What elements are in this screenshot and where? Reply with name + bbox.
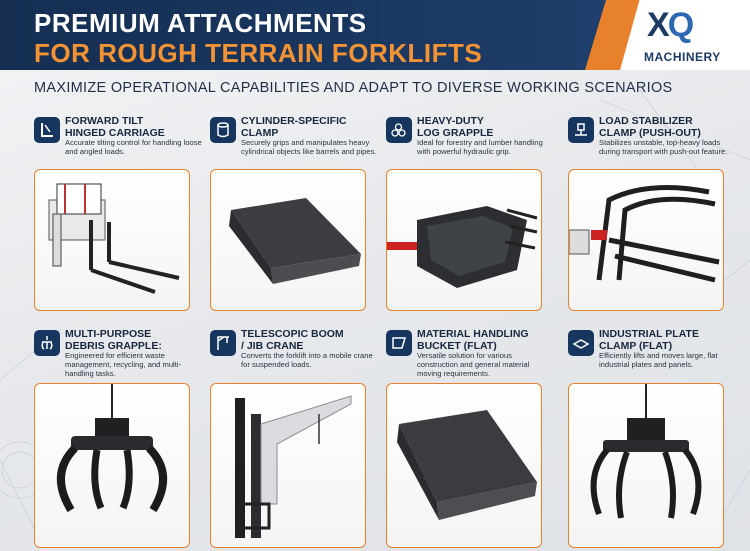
card-description: Ideal for forestry and lumber handling w… <box>417 138 543 156</box>
carriage-icon <box>34 117 60 143</box>
product-image-material-bucket <box>386 383 542 548</box>
plate-icon <box>568 330 594 356</box>
product-image-plate-clamp <box>568 383 724 548</box>
cylinder-icon <box>210 117 236 143</box>
title-line-1: PREMIUM ATTACHMENTS <box>34 8 367 38</box>
card-description: Engineered for efficient waste managemen… <box>65 351 182 378</box>
product-image-carriage <box>34 169 190 311</box>
title-line-2: FOR ROUGH TERRAIN FORKLIFTS <box>34 38 483 68</box>
card-description: Securely grips and manipulates heavy cyl… <box>241 138 377 156</box>
product-image-jib-crane <box>210 383 366 548</box>
card-title: HEAVY-DUTY LOG GRAPPLE <box>417 115 494 139</box>
stabilizer-icon <box>568 117 594 143</box>
card-title: FORWARD TILT HINGED CARRIAGE <box>65 115 165 139</box>
card-description: Converts the forklift into a mobile cran… <box>241 351 373 369</box>
crane-icon <box>210 330 236 356</box>
header-logo-area <box>620 0 750 70</box>
card-title: LOAD STABILIZER CLAMP (PUSH-OUT) <box>599 115 701 139</box>
card-title: TELESCOPIC BOOM / JIB CRANE <box>241 328 344 352</box>
logo-letter-x: X <box>647 6 670 44</box>
product-image-log-grapple <box>386 169 542 311</box>
card-description: Stabilizes unstable, top-heavy loads dur… <box>599 138 728 156</box>
logs-icon <box>386 117 412 143</box>
product-image-load-stabilizer <box>568 169 724 311</box>
card-description: Accurate tilting control for handling lo… <box>65 138 202 156</box>
product-image-cylinder-clamp <box>210 169 366 311</box>
card-title: INDUSTRIAL PLATE CLAMP (FLAT) <box>599 328 699 352</box>
header-banner: PREMIUM ATTACHMENTS FOR ROUGH TERRAIN FO… <box>0 0 750 70</box>
card-description: Efficiently lifts and moves large, flat … <box>599 351 718 369</box>
card-title: MULTI-PURPOSE DEBRIS GRAPPLE: <box>65 328 162 352</box>
card-description: Versatile solution for various construct… <box>417 351 530 378</box>
brand-logo: XQ <box>647 6 694 45</box>
bucket-icon <box>386 330 412 356</box>
debris-icon <box>34 330 60 356</box>
page-subtitle: MAXIMIZE OPERATIONAL CAPABILITIES AND AD… <box>34 80 673 96</box>
logo-wordmark: MACHINERY <box>644 50 721 64</box>
product-image-debris-grapple <box>34 383 190 548</box>
card-title: MATERIAL HANDLING BUCKET (FLAT) <box>417 328 529 352</box>
logo-letter-q: Q <box>667 6 694 44</box>
card-title: CYLINDER-SPECIFIC CLAMP <box>241 115 347 139</box>
